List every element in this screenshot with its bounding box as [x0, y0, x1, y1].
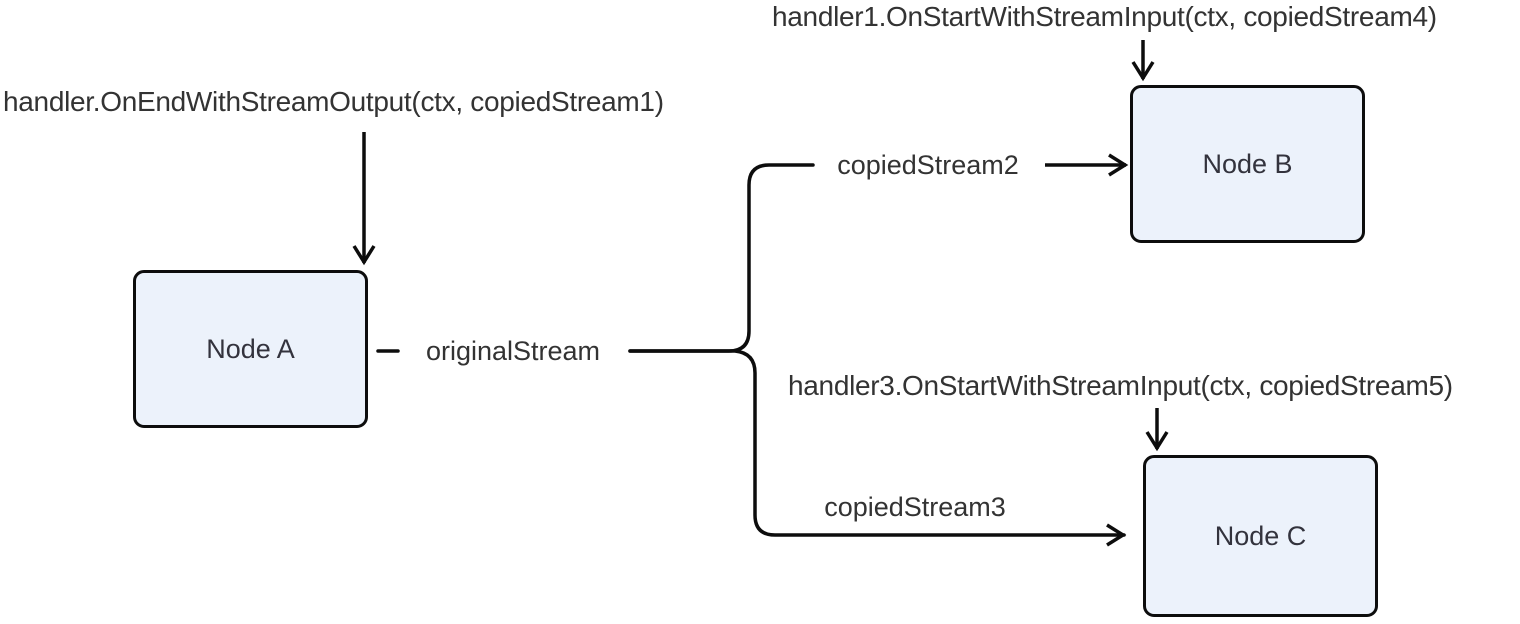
copied-stream3-edge-label: copiedStream3	[824, 492, 1006, 522]
node-b-label: Node B	[1202, 148, 1293, 179]
original-stream-edge-label: originalStream	[413, 336, 613, 367]
node-a: Node A	[133, 270, 368, 428]
node-c: Node C	[1143, 455, 1378, 617]
copied-stream2-edge-label: copiedStream2	[828, 150, 1028, 181]
handler-a-annotation: handler.OnEndWithStreamOutput(ctx, copie…	[3, 86, 664, 117]
handler1-annotation: handler1.OnStartWithStreamInput(ctx, cop…	[772, 1, 1437, 32]
handler3-annotation: handler3.OnStartWithStreamInput(ctx, cop…	[788, 370, 1453, 401]
node-a-label: Node A	[206, 333, 295, 364]
edge-branch-lower	[628, 349, 1127, 547]
node-b: Node B	[1130, 85, 1365, 243]
edge-branch-upper	[628, 163, 815, 353]
node-c-label: Node C	[1214, 520, 1307, 551]
